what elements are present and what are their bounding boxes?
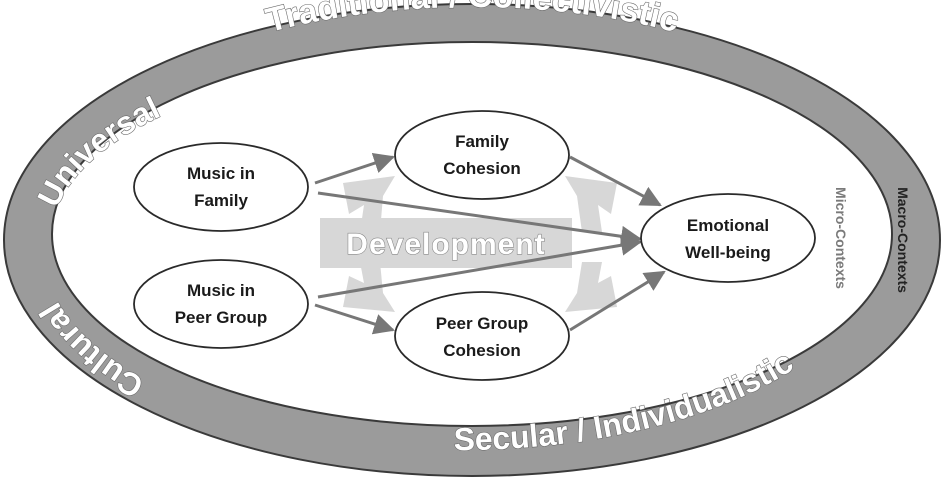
arrow-music-peer-to-emotional	[317, 234, 643, 299]
macro-contexts-label: Macro-Contexts	[895, 187, 911, 293]
node-music-in-family: Music in Family	[133, 142, 309, 232]
node-music-in-peer-group-line1: Music in	[187, 281, 255, 300]
micro-contexts-label: Micro-Contexts	[833, 187, 849, 289]
arrow-family-cohesion-to-emotional	[569, 155, 662, 207]
node-peer-group-cohesion: Peer Group Cohesion	[394, 291, 570, 381]
arrow-music-peer-to-peer-cohesion	[314, 303, 395, 335]
development-arrow-down-right	[565, 262, 617, 312]
arrow-music-family-to-family-cohesion	[314, 153, 395, 185]
node-family-cohesion-line1: Family	[455, 132, 509, 151]
node-music-in-peer-group: Music in Peer Group	[133, 259, 309, 349]
node-peer-group-cohesion-line1: Peer Group	[436, 314, 529, 333]
arrows	[314, 153, 666, 335]
node-emotional-well-being-line2: Well-being	[685, 243, 771, 262]
node-emotional-well-being: Emotional Well-being	[640, 193, 816, 283]
node-music-in-family-line2: Family	[194, 191, 248, 210]
node-peer-group-cohesion-line2: Cohesion	[443, 341, 520, 360]
node-music-in-family-line1: Music in	[187, 164, 255, 183]
arrow-peer-cohesion-to-emotional	[569, 270, 666, 332]
development-label: Development	[346, 228, 545, 261]
node-emotional-well-being-line1: Emotional	[687, 216, 769, 235]
arrow-music-family-to-emotional	[317, 191, 643, 247]
development-arrow-up-left	[343, 176, 395, 232]
node-family-cohesion-line2: Cohesion	[443, 159, 520, 178]
node-family-cohesion: Family Cohesion	[394, 110, 570, 200]
development-arrow-up-right	[565, 176, 617, 232]
development-band: Development	[320, 176, 617, 312]
node-music-in-peer-group-line2: Peer Group	[175, 308, 268, 327]
